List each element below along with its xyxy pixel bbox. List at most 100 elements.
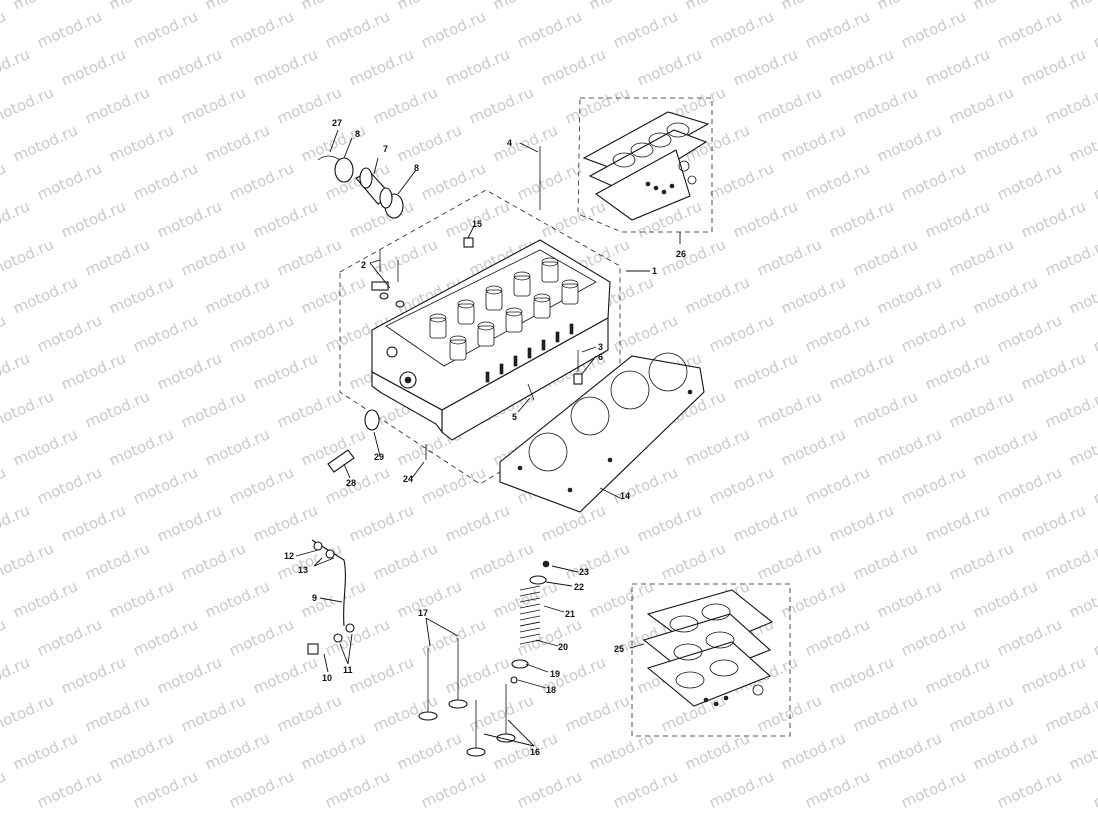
watermark-text: motod.ru — [946, 235, 1016, 279]
watermark-text: motod.ru — [106, 0, 176, 14]
watermark-text: motod.ru — [226, 7, 296, 51]
cylinder-head — [371, 239, 611, 441]
part-label-6: 6 — [598, 352, 603, 362]
watermark-text: motod.ru — [898, 7, 968, 51]
part-label-21: 21 — [565, 609, 575, 619]
watermark-text: motod.ru — [466, 83, 536, 127]
watermark-text: motod.ru — [154, 501, 224, 545]
watermark-text: motod.ru — [0, 311, 8, 355]
part-label-20: 20 — [558, 642, 568, 652]
watermark-text: motod.ru — [346, 653, 416, 697]
watermark-text: motod.ru — [0, 463, 8, 507]
watermark-text: motod.ru — [1090, 767, 1098, 811]
watermark-text: motod.ru — [778, 273, 848, 317]
watermark-text: motod.ru — [1018, 197, 1088, 241]
watermark-text: motod.ru — [274, 691, 344, 735]
watermark-text: motod.ru — [826, 653, 896, 697]
watermark-text: motod.ru — [0, 615, 8, 659]
watermark-text: motod.ru — [586, 0, 656, 14]
watermark-text: motod.ru — [1042, 235, 1098, 279]
watermark-text: motod.ru — [682, 0, 752, 14]
watermark-text: motod.ru — [514, 767, 584, 811]
watermark-text: motod.ru — [1018, 501, 1088, 545]
watermark-text: motod.ru — [1066, 729, 1098, 773]
watermark-text: motod.ru — [922, 653, 992, 697]
watermark-text: motod.ru — [130, 615, 200, 659]
watermark-text: motod.ru — [0, 83, 56, 127]
watermark-text: motod.ru — [730, 197, 800, 241]
watermark-text: motod.ru — [1066, 273, 1098, 317]
watermark-text: motod.ru — [658, 235, 728, 279]
watermark-text: motod.ru — [226, 159, 296, 203]
part-label-7: 7 — [383, 144, 388, 154]
watermark-text: motod.ru — [418, 159, 488, 203]
watermark-text: motod.ru — [898, 159, 968, 203]
watermark-text: motod.ru — [946, 387, 1016, 431]
watermark-text: motod.ru — [10, 273, 80, 317]
watermark-text: motod.ru — [202, 273, 272, 317]
watermark-text: motod.ru — [826, 501, 896, 545]
watermark-text: motod.ru — [10, 425, 80, 469]
watermark-text: motod.ru — [394, 121, 464, 165]
watermark-text: motod.ru — [82, 235, 152, 279]
watermark-text: motod.ru — [178, 539, 248, 583]
part-label-1: 1 — [652, 266, 657, 276]
watermark-text: motod.ru — [202, 0, 272, 14]
part-label-29: 29 — [374, 452, 384, 462]
watermark-text: motod.ru — [10, 121, 80, 165]
watermark-text: motod.ru — [322, 767, 392, 811]
watermark-text: motod.ru — [706, 7, 776, 51]
watermark-text: motod.ru — [202, 121, 272, 165]
watermark-text: motod.ru — [106, 577, 176, 621]
watermark-text: motod.ru — [634, 45, 704, 89]
watermark-text: motod.ru — [82, 387, 152, 431]
watermark-text: motod.ru — [0, 349, 32, 393]
watermark-text: motod.ru — [850, 83, 920, 127]
part-label-23: 23 — [579, 567, 589, 577]
watermark-text: motod.ru — [58, 45, 128, 89]
part-label-11: 11 — [343, 665, 353, 675]
part-label-19: 19 — [550, 669, 560, 679]
watermark-text: motod.ru — [754, 235, 824, 279]
watermark-text: motod.ru — [106, 729, 176, 773]
part-label-27: 27 — [332, 118, 342, 128]
watermark-text: motod.ru — [1066, 425, 1098, 469]
watermark-text: motod.ru — [34, 311, 104, 355]
watermark-text: motod.ru — [130, 463, 200, 507]
watermark-text: motod.ru — [1018, 45, 1088, 89]
valve-train-assembly — [418, 560, 550, 757]
watermark-text: motod.ru — [202, 425, 272, 469]
watermark-text: motod.ru — [0, 653, 32, 697]
watermark-text: motod.ru — [178, 691, 248, 735]
part-label-25: 25 — [614, 644, 624, 654]
watermark-text: motod.ru — [874, 577, 944, 621]
watermark-text: motod.ru — [634, 501, 704, 545]
watermark-text: motod.ru — [82, 539, 152, 583]
watermark-text: motod.ru — [418, 7, 488, 51]
watermark-text: motod.ru — [706, 311, 776, 355]
watermark-text: motod.ru — [0, 539, 56, 583]
watermark-text: motod.ru — [82, 691, 152, 735]
watermark-text: motod.ru — [850, 691, 920, 735]
watermark-text: motod.ru — [826, 197, 896, 241]
watermark-text: motod.ru — [706, 767, 776, 811]
watermark-text: motod.ru — [730, 349, 800, 393]
watermark-text: motod.ru — [490, 577, 560, 621]
watermark-text: motod.ru — [802, 463, 872, 507]
watermark-text: motod.ru — [466, 691, 536, 735]
watermark-text: motod.ru — [1042, 539, 1098, 583]
watermark-text: motod.ru — [730, 501, 800, 545]
watermark-text: motod.ru — [394, 577, 464, 621]
watermark-text: motod.ru — [802, 159, 872, 203]
watermark-text: motod.ru — [970, 273, 1040, 317]
watermark-text: motod.ru — [106, 425, 176, 469]
watermark-text: motod.ru — [922, 501, 992, 545]
watermark-text: motod.ru — [1090, 463, 1098, 507]
watermark-text: motod.ru — [826, 349, 896, 393]
watermark-text: motod.ru — [130, 7, 200, 51]
part-label-14: 14 — [620, 491, 630, 501]
watermark-text: motod.ru — [754, 539, 824, 583]
watermark-text: motod.ru — [538, 197, 608, 241]
watermark-text: motod.ru — [0, 235, 56, 279]
